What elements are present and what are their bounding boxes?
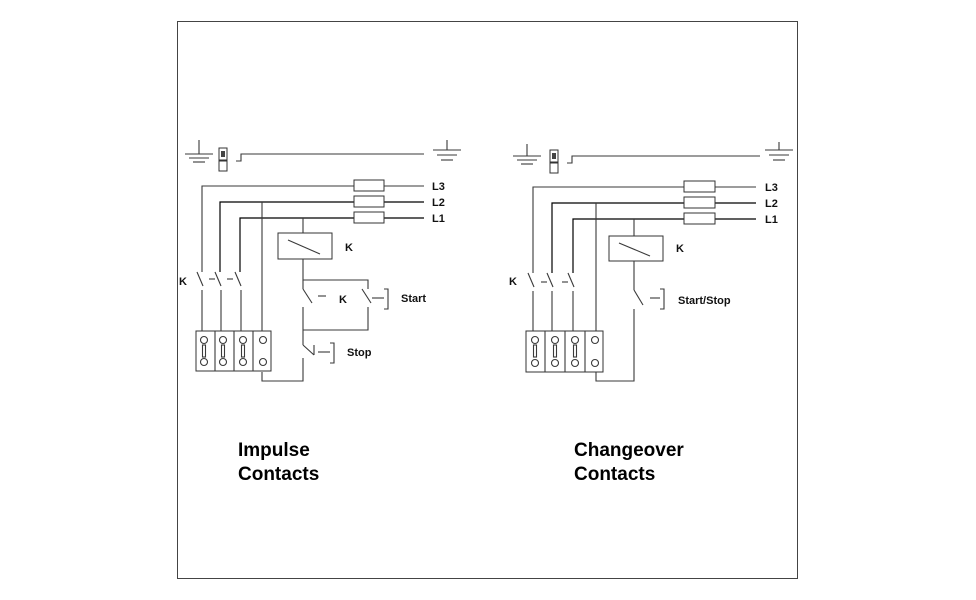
holding-contact-label: K (339, 294, 347, 306)
changeover-caption-line2: Contacts (574, 464, 655, 485)
label-l3: L3 (432, 181, 445, 193)
contactor-coil-k (277, 232, 333, 260)
contactor-coil-label: K (676, 243, 684, 255)
main-contacts-k (196, 271, 242, 333)
impulse-caption-line1: Impulse (238, 440, 310, 461)
main-contacts-label: K (509, 276, 517, 288)
changeover-contacts-circuit: L3 L2 L1 K K Start/Stop (509, 142, 793, 485)
diagram-frame (177, 21, 798, 579)
ground-icon-right (765, 142, 793, 161)
fuse-l3 (683, 180, 716, 193)
terminal-connector-icon (218, 147, 228, 172)
start-stop-switch (595, 261, 665, 382)
fuse-l1 (683, 212, 716, 225)
fuse-l1 (353, 211, 385, 224)
stop-button (261, 330, 335, 382)
ground-icon-left (185, 140, 213, 163)
label-l2: L2 (765, 198, 778, 210)
contactor-coil-k (608, 235, 664, 262)
start-stop-label: Start/Stop (678, 295, 731, 307)
stop-button-label: Stop (347, 347, 372, 359)
main-contacts-label: K (179, 276, 187, 288)
impulse-contacts-circuit: L3 L2 L1 K K (179, 140, 461, 485)
contactor-coil-label: K (345, 242, 353, 254)
terminal-block-right (525, 330, 604, 373)
supply-lines (532, 186, 756, 335)
label-l1: L1 (765, 214, 778, 226)
impulse-caption-line2: Contacts (238, 464, 319, 485)
label-l3: L3 (765, 182, 778, 194)
main-contacts-k (527, 272, 575, 333)
fuse-l2 (683, 196, 716, 209)
ground-icon-right (433, 140, 461, 161)
start-circuit (302, 259, 389, 331)
supply-lines (201, 185, 424, 335)
ground-icon-left (513, 144, 541, 165)
terminal-block-left (195, 330, 272, 372)
changeover-caption-line1: Changeover (574, 440, 684, 461)
fuse-l3 (353, 179, 385, 192)
label-l2: L2 (432, 197, 445, 209)
start-button-label: Start (401, 293, 426, 305)
fuse-l2 (353, 195, 385, 208)
terminal-connector-icon (549, 149, 559, 174)
label-l1: L1 (432, 213, 445, 225)
